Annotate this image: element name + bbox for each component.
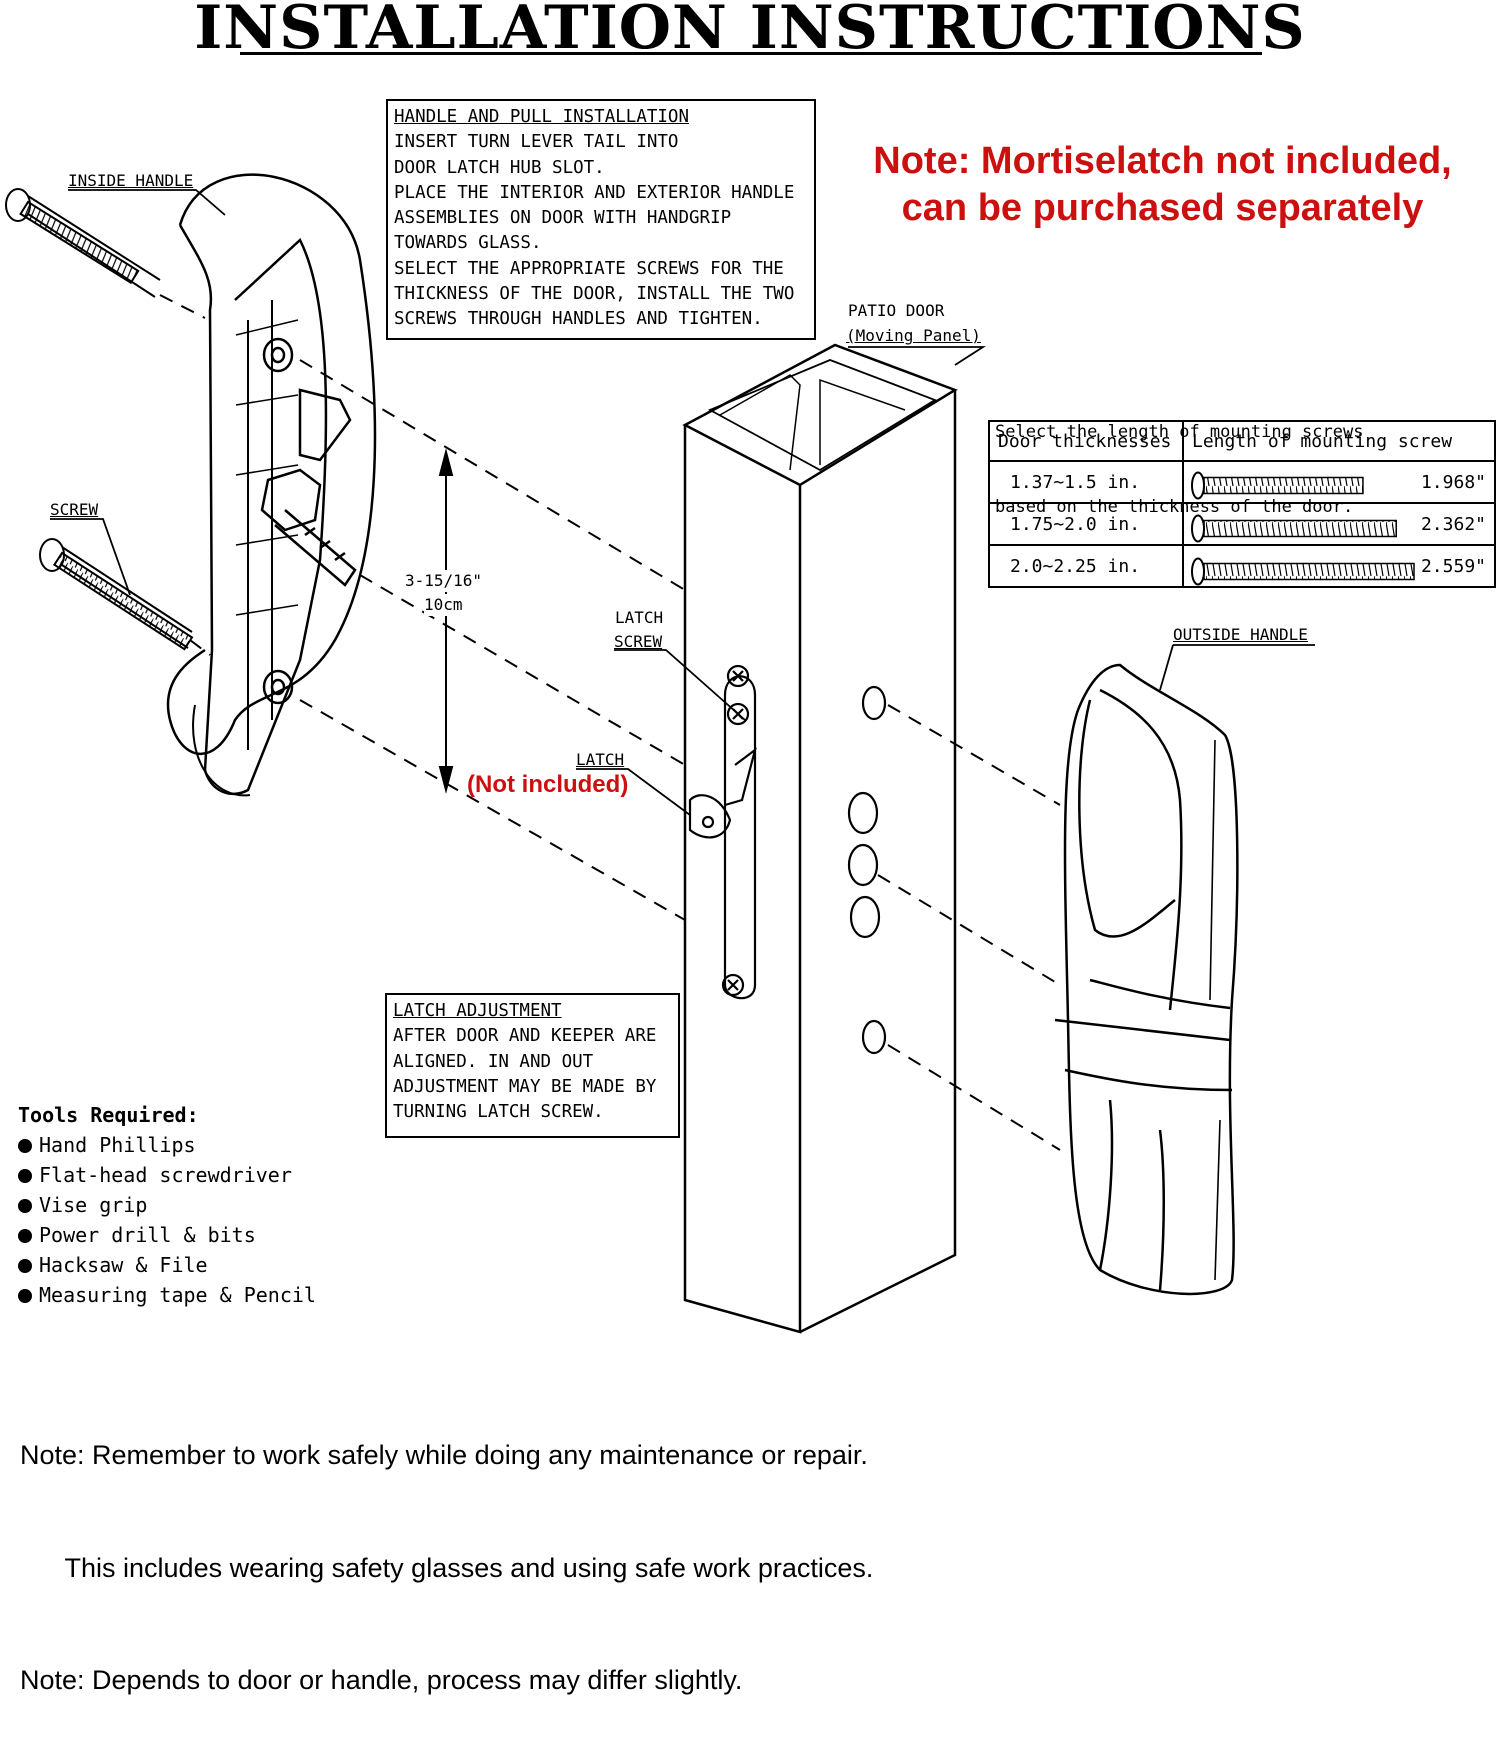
bullet-icon xyxy=(18,1229,32,1243)
handle-installation-line: ASSEMBLIES ON DOOR WITH HANDGRIP xyxy=(394,208,732,229)
patio-door-label: PATIO DOOR xyxy=(848,301,945,320)
tool-item: Hand Phillips xyxy=(18,1130,316,1160)
tool-item: Vise grip xyxy=(18,1190,316,1220)
mounting-screw-top xyxy=(5,188,161,298)
tool-item: Flat-head screwdriver xyxy=(18,1160,316,1190)
not-included-label: (Not included) xyxy=(467,771,629,798)
outside-handle-drawing xyxy=(1054,663,1239,1296)
latch-adjustment-line: AFTER DOOR AND KEEPER ARE xyxy=(393,1026,657,1047)
patio-door-sublabel: (Moving Panel) xyxy=(846,326,981,345)
handle-installation-box: HANDLE AND PULL INSTALLATION INSERT TURN… xyxy=(386,99,816,340)
handle-installation-line: PLACE THE INTERIOR AND EXTERIOR HANDLE xyxy=(394,182,795,203)
table-row: 2.0~2.25 in. 2.559" xyxy=(988,544,1496,588)
latch-adjustment-line: TURNING LATCH SCREW. xyxy=(393,1102,604,1123)
handle-installation-heading: HANDLE AND PULL INSTALLATION xyxy=(394,107,690,127)
table-header-length: Length of mounting screw xyxy=(1182,420,1496,462)
table-header-thickness: Door thicknesses xyxy=(988,420,1184,462)
handle-installation-line: SCREWS THROUGH HANDLES AND TIGHTEN. xyxy=(394,309,763,330)
bullet-icon xyxy=(18,1139,32,1153)
table-cell-length: 2.559" xyxy=(1182,544,1496,588)
table-cell-length: 1.968" xyxy=(1182,460,1496,504)
patio-door-post xyxy=(682,343,958,1334)
table-cell-length: 2.362" xyxy=(1182,502,1496,546)
tool-item: Measuring tape & Pencil xyxy=(18,1280,316,1310)
mortise-note-line1: Note: Mortiselatch not included, xyxy=(873,140,1452,182)
screw-length-table: Door thicknesses Length of mounting scre… xyxy=(988,420,1496,588)
table-cell-thickness: 1.37~1.5 in. xyxy=(988,460,1184,504)
dimension-inches: 3-15/16" xyxy=(405,570,483,592)
mounting-screw-bottom xyxy=(39,538,194,651)
mortise-note-line2: can be purchased separately xyxy=(901,187,1424,229)
tools-required: Tools Required: Hand Phillips Flat-head … xyxy=(18,1100,316,1310)
handle-installation-line: THICKNESS OF THE DOOR, INSTALL THE TWO xyxy=(394,284,795,305)
latch-label: LATCH xyxy=(576,750,625,769)
latch-screw-label-1: LATCH xyxy=(615,608,664,627)
process-note: Note: Depends to door or handle, process… xyxy=(20,1665,743,1695)
dimension-cm: 10cm xyxy=(424,594,463,616)
latch-adjustment-box: LATCH ADJUSTMENT AFTER DOOR AND KEEPER A… xyxy=(385,993,680,1138)
mortise-note: Note: Mortiselatch not included, can be … xyxy=(830,138,1495,232)
page-title: INSTALLATION INSTRUCTIONS xyxy=(194,0,1306,63)
bullet-icon xyxy=(18,1259,32,1273)
latch-adjustment-line: ALIGNED. IN AND OUT xyxy=(393,1051,594,1072)
tool-item: Hacksaw & File xyxy=(18,1250,316,1280)
tool-item: Power drill & bits xyxy=(18,1220,316,1250)
latch-screw-label-2: SCREW xyxy=(614,632,663,651)
table-row: 1.37~1.5 in. 1.968" xyxy=(988,460,1496,504)
table-cell-thickness: 1.75~2.0 in. xyxy=(988,502,1184,546)
bullet-icon xyxy=(18,1289,32,1303)
screw-label: SCREW xyxy=(50,500,99,519)
inside-handle-drawing xyxy=(166,173,377,797)
table-cell-thickness: 2.0~2.25 in. xyxy=(988,544,1184,588)
outside-handle-label: OUTSIDE HANDLE xyxy=(1173,625,1308,644)
post-holes xyxy=(847,685,887,1055)
handle-installation-line: INSERT TURN LEVER TAIL INTO xyxy=(394,132,679,153)
handle-installation-line: SELECT THE APPROPRIATE SCREWS FOR THE xyxy=(394,258,784,279)
title-underline xyxy=(240,52,1262,55)
latch-adjustment-heading: LATCH ADJUSTMENT xyxy=(393,1001,562,1021)
handle-installation-line: DOOR LATCH HUB SLOT. xyxy=(394,157,605,178)
table-row: 1.75~2.0 in. 2.362" xyxy=(988,502,1496,546)
dimension-marker xyxy=(438,448,454,794)
handle-installation-line: TOWARDS GLASS. xyxy=(394,233,542,254)
inside-handle-label: INSIDE HANDLE xyxy=(68,171,194,190)
tools-heading: Tools Required: xyxy=(18,1103,199,1127)
safety-notes: Note: Remember to work safely while doin… xyxy=(20,1362,873,1737)
table-header-row: Door thicknesses Length of mounting scre… xyxy=(988,420,1496,462)
latch-plate-drawing xyxy=(688,664,757,1000)
latch-adjustment-line: ADJUSTMENT MAY BE MADE BY xyxy=(393,1076,657,1097)
safety-note-line1: Note: Remember to work safely while doin… xyxy=(20,1440,868,1470)
bullet-icon xyxy=(18,1199,32,1213)
safety-note-line2: This includes wearing safety glasses and… xyxy=(20,1552,874,1583)
bullet-icon xyxy=(18,1169,32,1183)
